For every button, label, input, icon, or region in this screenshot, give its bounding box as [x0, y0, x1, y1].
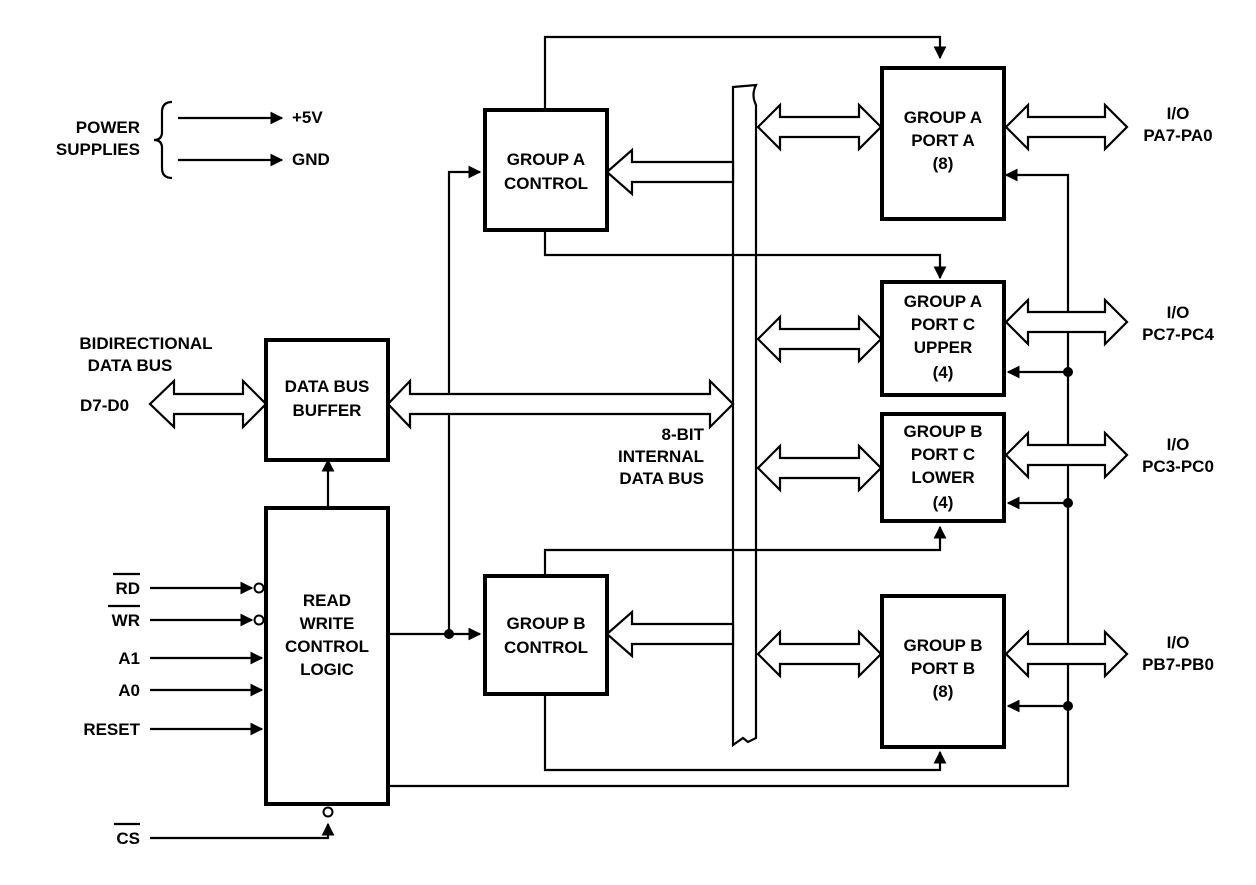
block-group-b-control: GROUP B CONTROL [483, 574, 609, 696]
buffer-internal-bus-arrow [386, 378, 735, 430]
wire-rw-gac [447, 165, 482, 634]
reset-label: RESET [83, 720, 140, 739]
bus-to-gac-arrow [605, 147, 735, 197]
block-label: WRITE [300, 614, 355, 633]
io-labels: I/O PA7-PA0 I/O PC7-PC4 I/O PC3-PC0 I/O … [1142, 104, 1214, 674]
block-label: (4) [933, 363, 954, 382]
gnd-label: GND [292, 150, 330, 169]
block-label: GROUP B [506, 614, 585, 633]
io-pb-label-line1: I/O [1167, 633, 1190, 652]
io-pa-label-line2: PA7-PA0 [1143, 126, 1212, 145]
wr-label: WR [112, 611, 140, 630]
bus-pb-arrow [756, 629, 883, 679]
block-label: CONTROL [504, 638, 588, 657]
bidirectional-label-line1: BIDIRECTIONAL [79, 334, 212, 353]
internal-bus-label-line2: INTERNAL [618, 447, 704, 466]
block-read-write-control-logic: READ WRITE CONTROL LOGIC [264, 506, 390, 806]
bus-pcl-arrow [756, 443, 883, 493]
rd-label: RD [115, 579, 140, 598]
cs-inversion-bubble [322, 806, 334, 818]
internal-bus-label-line1: 8-BIT [662, 425, 705, 444]
wire-cs [150, 822, 335, 840]
internal-bus-label-line3: DATA BUS [619, 469, 704, 488]
block-label: PORT A [911, 131, 975, 150]
io-pcu-label-line2: PC7-PC4 [1142, 325, 1214, 344]
block-label: CONTROL [504, 174, 588, 193]
a1-label: A1 [118, 649, 140, 668]
block-label: CONTROL [285, 637, 369, 656]
wr-inversion-bubble [253, 614, 265, 626]
block-label: BUFFER [293, 401, 362, 420]
io-pcu-label-line1: I/O [1167, 303, 1190, 322]
power-label-line2: SUPPLIES [56, 140, 140, 159]
power-label-line1: POWER [76, 118, 140, 137]
block-label: GROUP A [904, 292, 982, 311]
block-label: DATA BUS [285, 377, 370, 396]
block-group-b-port-c-lower: GROUP B PORT C LOWER (4) [880, 412, 1006, 523]
power-supplies: POWER SUPPLIES +5V GND [56, 100, 330, 180]
pb-io-arrow [1004, 629, 1129, 679]
block-group-a-port-a: GROUP A PORT A (8) [880, 66, 1006, 221]
a0-label: A0 [118, 681, 140, 700]
io-pcl-label-line1: I/O [1167, 435, 1190, 454]
block-label: (8) [933, 682, 954, 701]
block-group-a-control: GROUP A CONTROL [483, 108, 609, 232]
bus-to-gbc-arrow [605, 609, 735, 659]
block-label: (4) [933, 493, 954, 512]
cs-label: CS [116, 829, 140, 848]
control-wires [150, 35, 1073, 840]
block-label: GROUP A [904, 108, 982, 127]
block-group-b-port-b: GROUP B PORT B (8) [880, 594, 1006, 749]
block-label: GROUP B [903, 636, 982, 655]
bidirectional-label-line2: DATA BUS [88, 356, 173, 375]
block-label: LOGIC [300, 660, 354, 679]
porta-io-arrow [1004, 102, 1129, 152]
block-label: (8) [933, 154, 954, 173]
block-label: PORT C [911, 445, 975, 464]
junction-dot [1063, 701, 1073, 711]
data-bus-labels: BIDIRECTIONAL DATA BUS D7-D0 [79, 334, 212, 415]
io-pcl-label-line2: PC3-PC0 [1142, 457, 1214, 476]
junction-dot [444, 629, 454, 639]
rd-inversion-bubble [253, 582, 265, 594]
block-label: PORT B [911, 659, 975, 678]
io-pb-label-line2: PB7-PB0 [1142, 655, 1214, 674]
block-label: GROUP B [903, 422, 982, 441]
wire-rw-ports [388, 168, 1070, 788]
bus-pcu-arrow [756, 314, 883, 364]
bus-porta-arrow [756, 102, 883, 152]
block-label: READ [303, 591, 351, 610]
wire-gbc-portb [543, 694, 947, 772]
wire-gac-porta [543, 35, 947, 108]
external-bus-arrow [148, 378, 268, 430]
block-label: PORT C [911, 315, 975, 334]
junction-dot [1063, 498, 1073, 508]
junction-dot [1063, 367, 1073, 377]
wire-gac-pcu [543, 230, 947, 280]
block-data-bus-buffer: DATA BUS BUFFER [264, 338, 390, 462]
data-bus-pins-label: D7-D0 [80, 396, 129, 415]
internal-bus-labels: 8-BIT INTERNAL DATA BUS [618, 425, 705, 488]
block-label: UPPER [914, 338, 973, 357]
wire-gbc-pcl [543, 525, 947, 578]
pcu-io-arrow [1004, 297, 1129, 347]
plus5v-label: +5V [292, 108, 323, 127]
block-label: GROUP A [507, 150, 585, 169]
control-input-labels: RD WR A1 A0 RESET CS [83, 572, 141, 848]
power-brace [153, 100, 173, 180]
block-group-a-port-c-upper: GROUP A PORT C UPPER (4) [880, 280, 1006, 397]
pcl-io-arrow [1004, 430, 1129, 480]
io-pa-label-line1: I/O [1167, 104, 1190, 123]
block-label: LOWER [911, 468, 974, 487]
internal-data-bus [731, 83, 758, 748]
